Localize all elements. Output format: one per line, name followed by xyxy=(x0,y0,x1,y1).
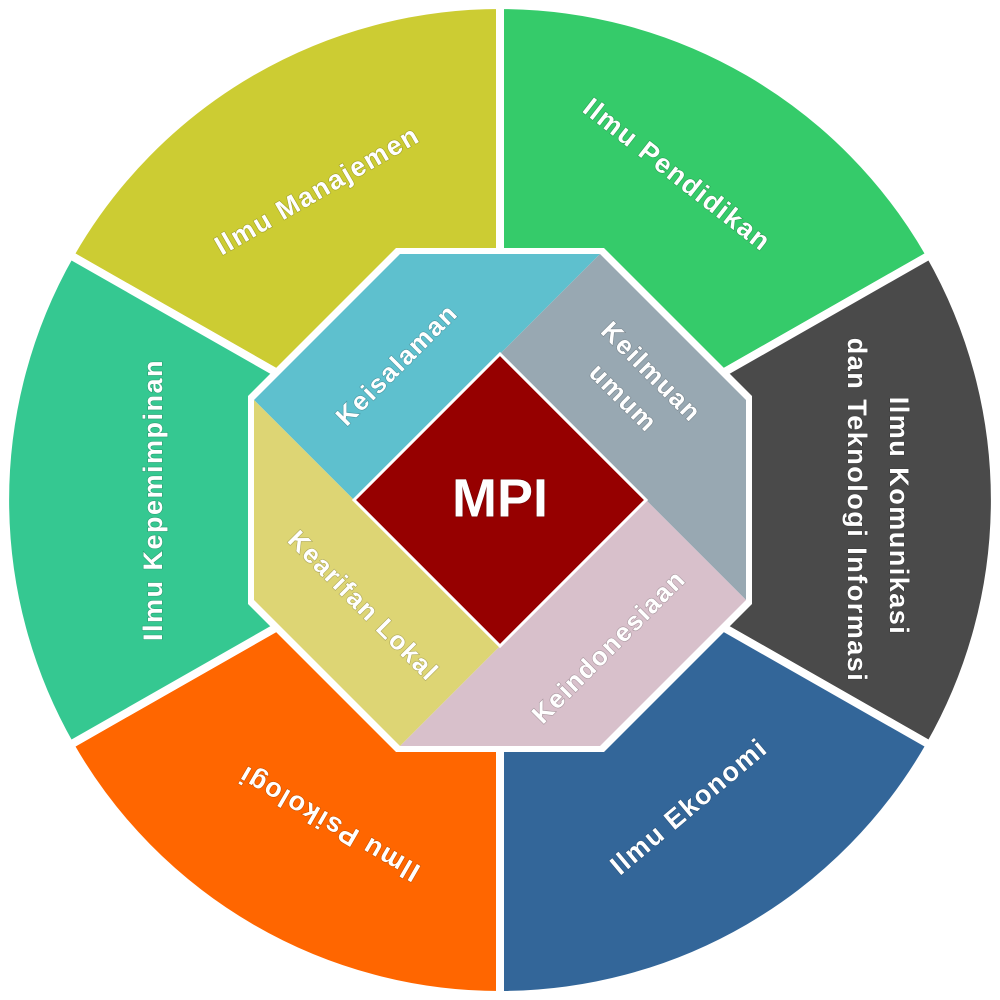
segment-keisalaman xyxy=(254,254,600,500)
label-ilmu-komunikasi-line2: dan Teknologi Informasi xyxy=(842,338,872,683)
inner-ring xyxy=(254,254,746,746)
segment-kearifan-lokal xyxy=(254,400,500,746)
segment-keilmuan-umum xyxy=(500,254,746,600)
label-ilmu-komunikasi-line1: Ilmu Komunikasi xyxy=(884,397,914,636)
label-mpi: MPI xyxy=(452,468,548,528)
segment-keindonesiaan xyxy=(400,500,746,746)
label-ilmu-kepemimpinan: Ilmu Kepemimpinan xyxy=(138,359,168,641)
center-diamond xyxy=(351,351,649,649)
